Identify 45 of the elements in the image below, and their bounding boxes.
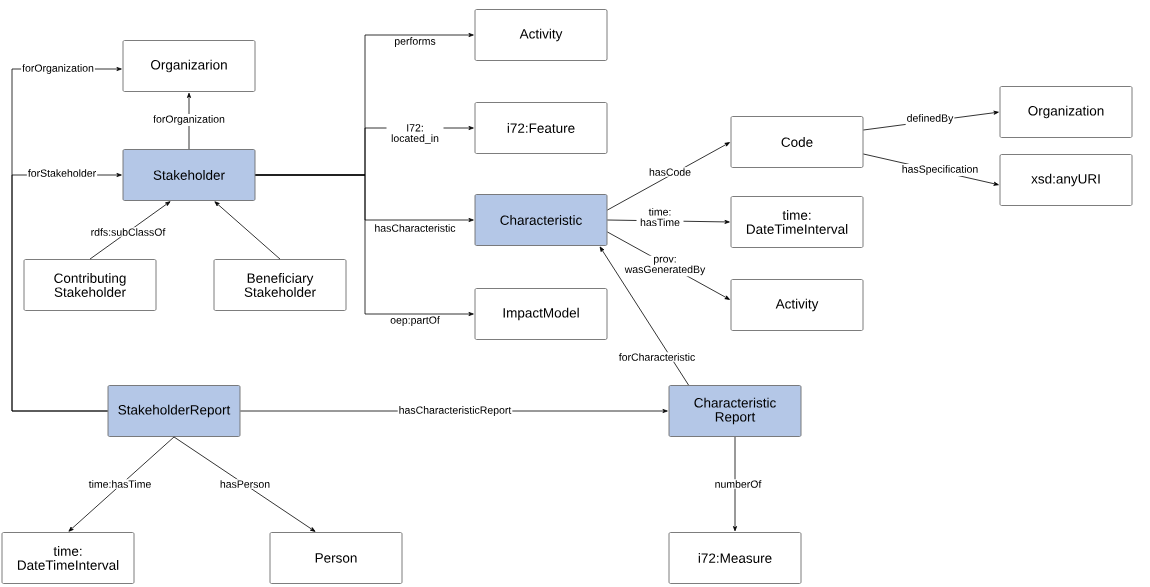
arrow [68,436,175,532]
class-box: Contributing Stakeholder [23,259,157,311]
class-box: Organizarion [122,40,256,92]
class-box: StakeholderReport [107,385,241,437]
class-box: time: DateTimeInterval [730,196,864,248]
edge-label: forOrganization [21,63,95,75]
class-box: Person [269,532,403,584]
edge-label: time:hasTime [87,479,153,489]
edge-label: forOrganization [152,114,226,126]
class-box: Stakeholder [122,149,256,201]
edge-label: hasCharacteristic [373,223,457,233]
class-box: ImpactModel [474,288,608,340]
arrow [255,174,474,316]
class-box: Beneficiary Stakeholder [213,259,347,311]
edge-label: hasCode [648,167,692,177]
class-box: i72:Measure [668,532,802,584]
class-box: Activity [730,279,864,331]
edge-label: hasPerson [218,479,272,489]
class-box: i72:Feature [474,102,608,154]
edge-label: prov: wasGeneratedBy [621,255,709,277]
arrow [89,201,171,260]
arrow [599,246,689,386]
class-box: Characteristic [474,194,608,246]
class-box: time: DateTimeInterval [1,532,135,584]
edge-label: numberOf [713,479,763,489]
arrow [607,142,730,211]
edge-label: performs [393,36,437,48]
edge-label: forStakeholder [26,168,98,178]
arrow [733,436,737,532]
arrow [187,92,191,150]
edge-label: hasSpecification [900,164,980,176]
class-box: Characteristic Report [668,385,802,437]
edge-label: definedBy [905,113,955,125]
edge-label: rdfs:subClassOf [89,227,167,237]
class-box: Code [730,116,864,168]
arrow [173,436,316,532]
class-box: Organization [999,86,1133,138]
edge-label: oep:partOf [389,315,441,327]
edge-label: I72: located_in [386,123,444,145]
edge-label: time: hasTime [636,206,684,228]
class-box: Activity [474,9,608,61]
class-box: xsd:anyURI [999,154,1133,206]
edge-label: hasCharacteristicReport [397,405,513,417]
arrow [214,201,281,260]
edge-label: forCharacteristic [617,352,697,362]
